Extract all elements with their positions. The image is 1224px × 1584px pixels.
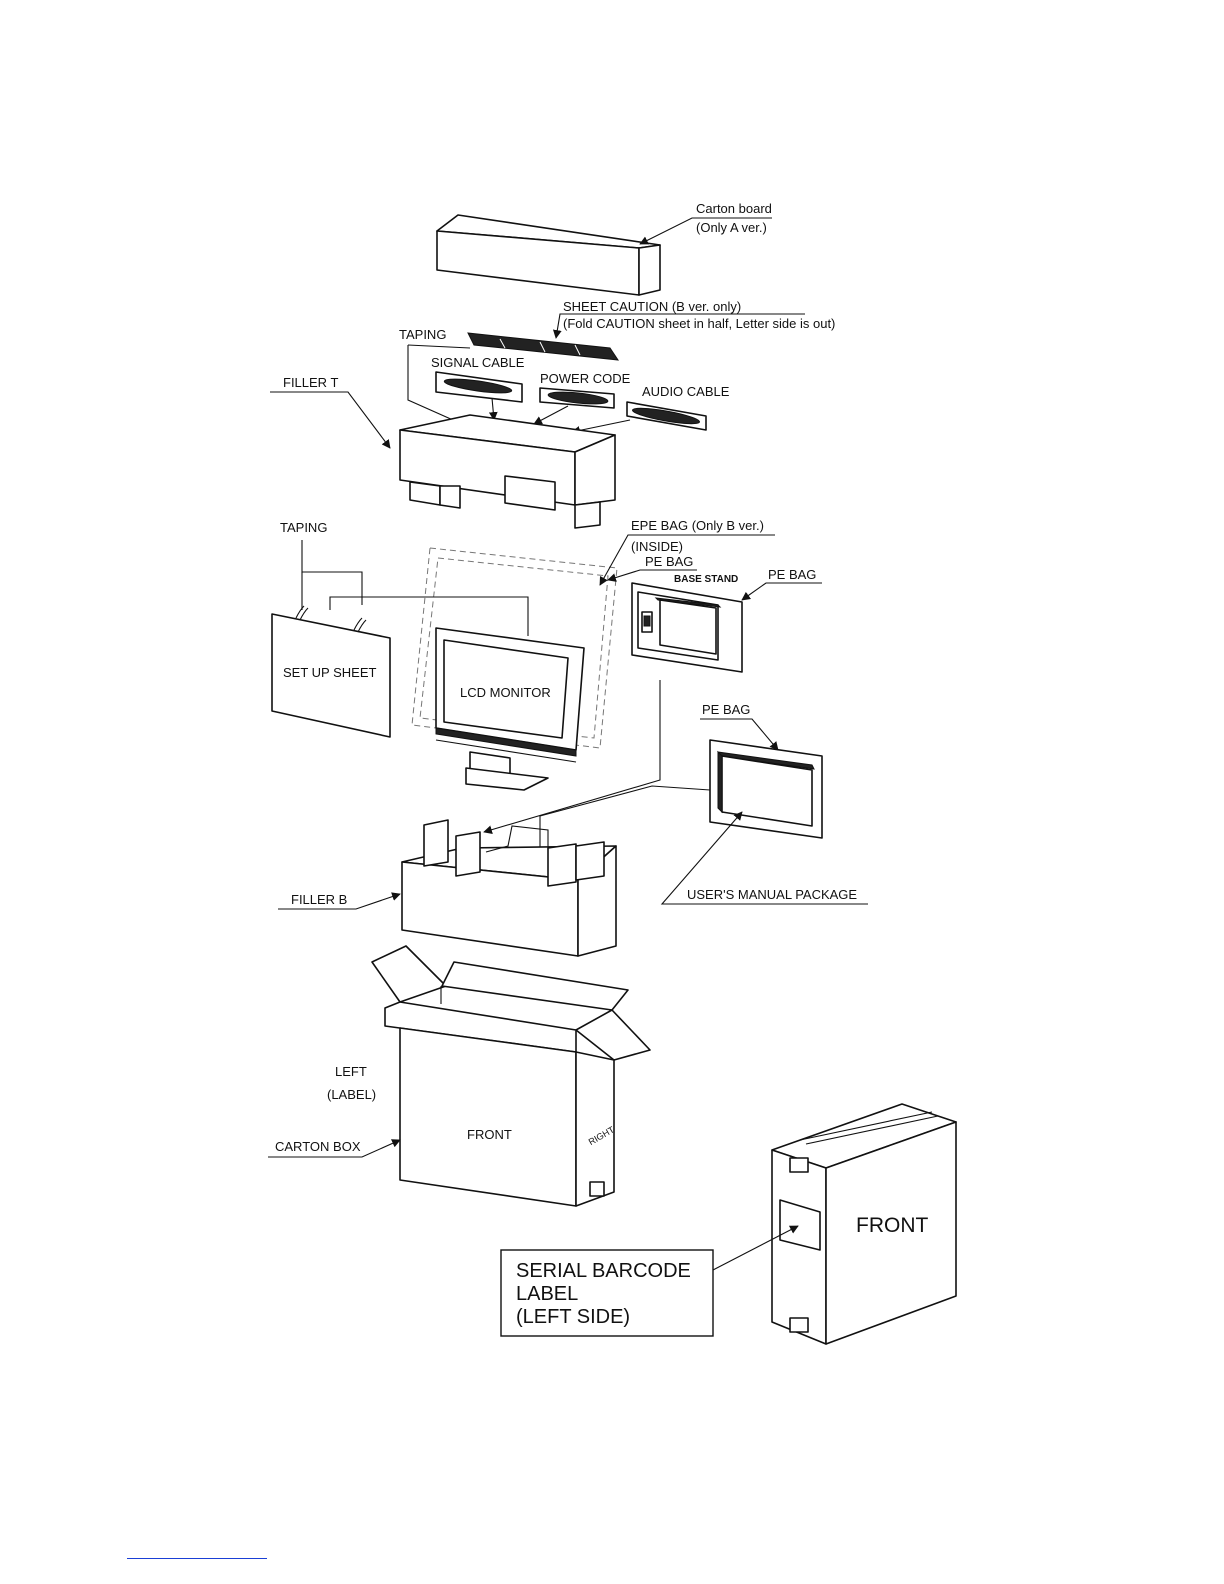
base-stand-to-filler-arrow xyxy=(483,680,661,834)
pe-bag-3-label: PE BAG xyxy=(702,702,750,717)
epe-bag-label: EPE BAG (Only B ver.) xyxy=(631,518,764,533)
epe-bag xyxy=(411,547,618,749)
taping-left-label: TAPING xyxy=(280,520,327,535)
pe-bag-2-leader xyxy=(741,582,822,601)
pe-bag-2-label: PE BAG xyxy=(768,567,816,582)
signal-cable-arrow xyxy=(488,397,498,421)
serial-barcode-callout xyxy=(500,1249,714,1337)
filler-b-label: FILLER B xyxy=(291,892,347,907)
signal-cable-label: SIGNAL CABLE xyxy=(431,355,525,370)
serial-line-3: (LEFT SIDE) xyxy=(516,1306,630,1328)
sheet-caution-leader xyxy=(552,313,805,339)
carton-box-leader xyxy=(268,1139,401,1158)
set-up-sheet-label: SET UP SHEET xyxy=(283,665,376,680)
audio-cable-label: AUDIO CABLE xyxy=(642,384,730,399)
filler-b xyxy=(401,819,617,957)
power-code xyxy=(539,387,615,409)
closed-carton-box xyxy=(771,1103,957,1345)
taping-left-line-c xyxy=(329,596,529,636)
filler-t-label: FILLER T xyxy=(283,375,338,390)
carton-box-label: CARTON BOX xyxy=(275,1139,361,1154)
pe-bag-1-leader xyxy=(607,569,697,582)
users-manual-leader xyxy=(660,811,868,905)
carton-board xyxy=(436,214,661,296)
sheet-caution-label: SHEET CAUTION (B ver. only) xyxy=(563,299,741,314)
closed-front-label: FRONT xyxy=(856,1214,928,1237)
carton-board-note: (Only A ver.) xyxy=(696,220,767,235)
set-up-sheet xyxy=(271,605,391,738)
filler-t-leader xyxy=(270,391,391,449)
users-manual-package xyxy=(709,739,823,839)
users-manual-label: USER'S MANUAL PACKAGE xyxy=(687,887,857,902)
signal-cable xyxy=(435,371,523,403)
carton-board-leader xyxy=(639,217,772,245)
base-stand xyxy=(631,582,743,673)
pe-bag-1-label: PE BAG xyxy=(645,554,693,569)
power-code-label: POWER CODE xyxy=(540,371,631,386)
power-code-arrow xyxy=(533,405,569,425)
lcd-monitor xyxy=(435,627,585,791)
sheet-caution-note: (Fold CAUTION sheet in half, Letter side… xyxy=(563,316,835,331)
footer-rule xyxy=(127,1558,267,1559)
taping-top-line xyxy=(407,344,471,349)
left-label: LEFT xyxy=(335,1064,367,1079)
serial-barcode-leader xyxy=(712,1225,799,1271)
filler-b-leader xyxy=(278,892,401,910)
epe-bag-leader xyxy=(599,534,775,586)
pe-bag-3-leader xyxy=(700,718,779,751)
serial-line-1: SERIAL BARCODE xyxy=(516,1260,691,1282)
sheet-caution xyxy=(467,332,620,361)
base-stand-label: BASE STAND xyxy=(674,574,738,585)
serial-line-2: LABEL xyxy=(516,1283,578,1305)
left-label-note: (LABEL) xyxy=(327,1087,376,1102)
taping-left-line-a xyxy=(301,540,363,605)
carton-board-label: Carton board xyxy=(696,201,772,216)
carton-front-label: FRONT xyxy=(467,1127,512,1142)
carton-box xyxy=(371,945,651,1207)
filler-t xyxy=(399,414,616,529)
lcd-monitor-label: LCD MONITOR xyxy=(460,685,551,700)
manual-to-filler-arrow xyxy=(535,785,711,869)
taping-top-label: TAPING xyxy=(399,327,446,342)
audio-cable xyxy=(626,401,707,431)
inside-label: (INSIDE) xyxy=(631,539,683,554)
